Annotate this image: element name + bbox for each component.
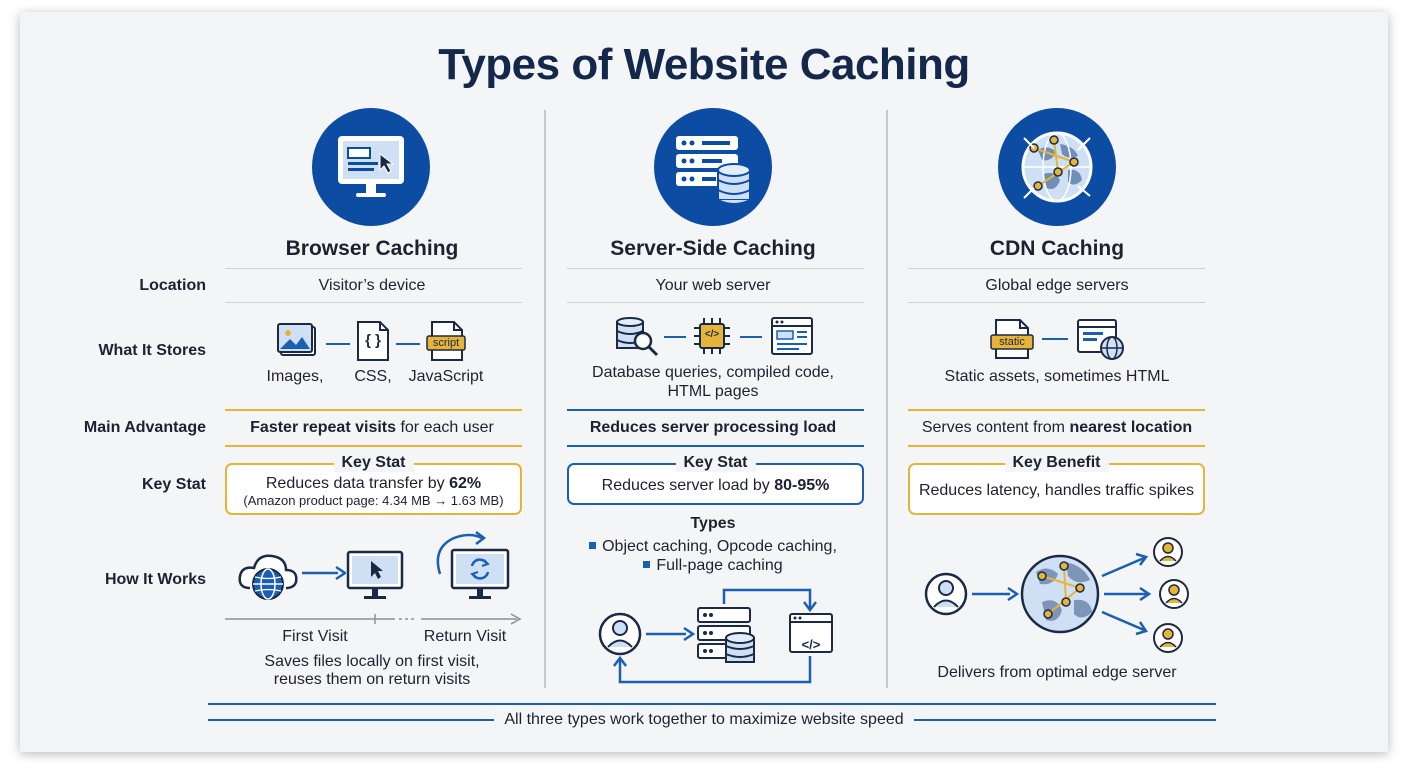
row-divider <box>567 268 864 269</box>
row-label-key-stat: Key Stat <box>141 476 206 493</box>
browser-key-stat-box: Key Stat Reduces data transfer by 62% (A… <box>225 454 522 515</box>
globe-icon <box>1020 554 1100 634</box>
footer-note: All three types work together to maximiz… <box>504 711 904 728</box>
cdn-stores-text: Static assets, sometimes HTML <box>944 368 1170 385</box>
user-icon <box>1159 579 1189 609</box>
cdn-caching-title: CDN Caching <box>989 237 1125 260</box>
advantage-bottom-border <box>567 445 864 447</box>
cdn-how-text: Delivers from optimal edge server <box>937 664 1177 681</box>
css-file-icon: { } <box>356 320 390 362</box>
html-page-icon <box>770 316 814 356</box>
image-icon <box>276 322 318 360</box>
connector-line <box>740 336 762 338</box>
advantage-top-border <box>567 409 864 411</box>
row-divider <box>908 302 1205 303</box>
connector-line <box>396 343 420 345</box>
user-icon <box>1153 623 1183 653</box>
connector-line <box>664 336 686 338</box>
server-types-title: Types <box>690 515 736 532</box>
row-divider <box>567 302 864 303</box>
cdn-flow-diagram <box>918 532 1198 662</box>
timeline-axis <box>225 612 523 626</box>
column-divider <box>886 110 888 688</box>
row-label-location: Location <box>139 277 206 294</box>
footer-rule-right <box>914 719 1216 721</box>
row-divider <box>225 302 522 303</box>
connector-line <box>1042 338 1068 340</box>
arrow-right-icon <box>302 565 346 581</box>
static-file-icon: static <box>990 318 1034 360</box>
server-types-list: Object caching, Opcode caching, Full-pag… <box>563 537 863 575</box>
server-stack-icon <box>697 607 755 663</box>
database-search-icon <box>614 316 660 358</box>
footer-top-rule <box>208 703 1216 705</box>
server-caching-title: Server-Side Caching <box>610 237 816 260</box>
column-divider <box>544 110 546 688</box>
return-visit-label: Return Visit <box>423 628 507 645</box>
advantage-top-border <box>908 409 1205 411</box>
stores-javascript-label: JavaScript <box>408 368 484 385</box>
advantage-top-border <box>225 409 522 411</box>
stores-css-label: CSS, <box>354 368 392 385</box>
cdn-advantage: Serves content from nearest location <box>921 419 1193 436</box>
row-label-how-it-works: How It Works <box>104 571 206 588</box>
server-flow-diagram <box>596 588 846 688</box>
server-advantage: Reduces server processing load <box>589 419 837 436</box>
server-key-stat-box: Key Stat Reduces server load by 80-95% <box>567 454 864 505</box>
browser-caching-title: Browser Caching <box>285 237 459 260</box>
cdn-key-benefit-box: Key Benefit Reduces latency, handles tra… <box>908 454 1205 515</box>
server-location: Your web server <box>655 277 771 294</box>
monitor-cursor-icon <box>346 550 404 602</box>
row-divider <box>908 268 1205 269</box>
user-icon <box>1153 537 1183 567</box>
globe-network-icon <box>998 108 1116 226</box>
cdn-location: Global edge servers <box>985 277 1129 294</box>
page-title: Types of Website Caching <box>438 40 970 89</box>
stores-images-label: Images, <box>266 368 324 385</box>
monitor-icon <box>312 108 430 226</box>
script-file-icon: script <box>426 320 466 362</box>
browser-how-text: Saves files locally on first visit, reus… <box>264 653 480 688</box>
row-label-what-it-stores: What It Stores <box>98 342 206 359</box>
refresh-monitor-icon <box>430 530 514 604</box>
server-database-icon <box>654 108 772 226</box>
user-icon <box>924 572 968 616</box>
server-stores-text: Database queries, compiled code, HTML pa… <box>592 364 834 400</box>
code-glyph: </> <box>801 637 821 652</box>
cpu-code-icon: </> <box>692 316 732 356</box>
browser-location: Visitor’s device <box>318 277 426 294</box>
connector-line <box>326 343 350 345</box>
cloud-globe-icon <box>236 548 300 602</box>
user-icon <box>598 612 642 656</box>
row-divider <box>225 268 522 269</box>
web-page-globe-icon <box>1076 318 1126 362</box>
footer-rule-left <box>208 719 494 721</box>
first-visit-label: First Visit <box>282 628 348 645</box>
advantage-bottom-border <box>225 445 522 447</box>
row-label-main-advantage: Main Advantage <box>83 419 206 436</box>
code-page-icon <box>789 613 833 653</box>
browser-advantage: Faster repeat visits for each user <box>250 419 494 436</box>
advantage-bottom-border <box>908 445 1205 447</box>
